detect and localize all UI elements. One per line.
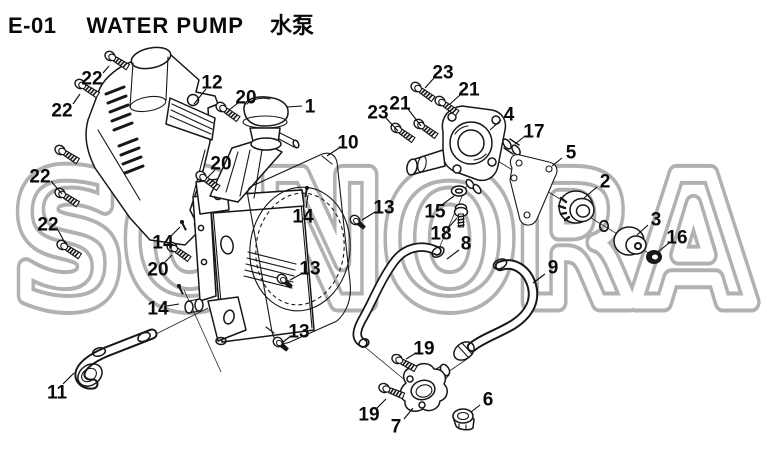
callout-22: 22 (37, 215, 58, 236)
leader-line-13 (361, 211, 376, 221)
radiator-cap-art (242, 96, 300, 151)
leader-line-15 (442, 195, 455, 205)
callout-20: 20 (235, 88, 256, 109)
callout-19: 19 (358, 405, 379, 426)
callout-5: 5 (566, 143, 577, 164)
callout-22: 22 (29, 167, 50, 188)
leader-line-14 (305, 194, 309, 209)
callout-14: 14 (152, 233, 174, 254)
leader-line-20 (207, 169, 216, 178)
leader-line-2 (583, 186, 598, 199)
leader-line-7 (403, 407, 414, 420)
leader-line-10 (326, 147, 340, 157)
callout-10: 10 (337, 133, 358, 154)
leader-line-22 (57, 229, 66, 244)
leader-line-13 (289, 273, 302, 281)
leader-line-5 (551, 157, 563, 167)
pump-gasket-art (509, 154, 558, 226)
callout-9: 9 (548, 258, 559, 279)
leader-line-8 (446, 249, 460, 260)
callout-13: 13 (288, 322, 309, 343)
leader-line-14 (166, 303, 180, 307)
leader-line-22 (50, 180, 63, 195)
page-title: WATER PUMP (86, 13, 244, 38)
pulley-art (613, 226, 647, 256)
leader-line-19 (405, 352, 417, 360)
seal-art (646, 250, 662, 264)
hose-9-art (453, 258, 539, 361)
leader-line-22 (72, 93, 81, 105)
louvered-cover-art (85, 46, 219, 246)
leader-line-11 (62, 372, 75, 385)
leader-line-17 (514, 135, 526, 145)
leader-line-3 (636, 224, 649, 236)
callout-13: 13 (299, 259, 320, 280)
leader-line-21 (449, 94, 461, 105)
callout-14: 14 (147, 299, 169, 320)
washer-art (450, 185, 468, 197)
callout-11: 11 (47, 383, 68, 404)
leader-line-22 (102, 65, 110, 74)
section-code: E-01 (8, 13, 57, 38)
callout-23: 23 (367, 103, 388, 124)
leader-line-18 (448, 217, 458, 228)
leader-line-23 (385, 117, 399, 132)
o-ring-art (598, 219, 610, 233)
callout-12: 12 (201, 73, 222, 94)
page-header: E-01 WATER PUMP 水泵 (8, 8, 314, 40)
callout-7: 7 (391, 417, 402, 438)
leader-line-4 (489, 119, 502, 131)
callout-21: 21 (389, 94, 411, 115)
hose-11-art (74, 328, 158, 390)
leader-line-19 (376, 398, 387, 409)
callout-23: 23 (432, 63, 453, 84)
callout-17: 17 (523, 122, 544, 143)
leader-line-6 (470, 404, 481, 413)
callout-14: 14 (292, 207, 314, 228)
pump-housing-art (406, 105, 507, 195)
stud-bolt-art (453, 203, 469, 228)
callout-18: 18 (430, 224, 451, 245)
leader-line-20 (228, 102, 239, 111)
leader-line-16 (657, 242, 670, 253)
impeller-art (557, 190, 610, 233)
callout-22: 22 (81, 69, 102, 90)
callout-19: 19 (413, 339, 434, 360)
leader-line-12 (193, 88, 207, 105)
callout-8: 8 (461, 234, 472, 255)
watermark: SONORA SONORA (4, 131, 763, 355)
leader-line-13 (282, 335, 292, 343)
leader-line-9 (532, 273, 546, 284)
callout-13: 13 (373, 198, 394, 219)
hose-8-art (352, 242, 445, 348)
callout-22: 22 (51, 101, 72, 122)
leader-line-21 (407, 108, 422, 127)
callout-3: 3 (651, 210, 662, 231)
callout-6: 6 (483, 390, 494, 411)
leader-line-23 (424, 77, 435, 89)
drain-plug-art (452, 408, 475, 431)
callout-20: 20 (147, 260, 168, 281)
callout-21: 21 (458, 80, 480, 101)
leader-line-14 (170, 226, 181, 237)
leader-line-20 (164, 254, 173, 263)
page-title-chinese: 水泵 (269, 14, 314, 39)
leader-line-1 (286, 105, 303, 108)
callout-20: 20 (210, 154, 231, 175)
callout-4: 4 (504, 105, 515, 126)
callout-15: 15 (424, 202, 446, 223)
callout-2: 2 (600, 172, 611, 193)
outlet-fitting-art (399, 362, 451, 412)
callout-1: 1 (305, 97, 316, 118)
dowel-collar-art (502, 138, 521, 156)
callout-16: 16 (666, 228, 687, 249)
